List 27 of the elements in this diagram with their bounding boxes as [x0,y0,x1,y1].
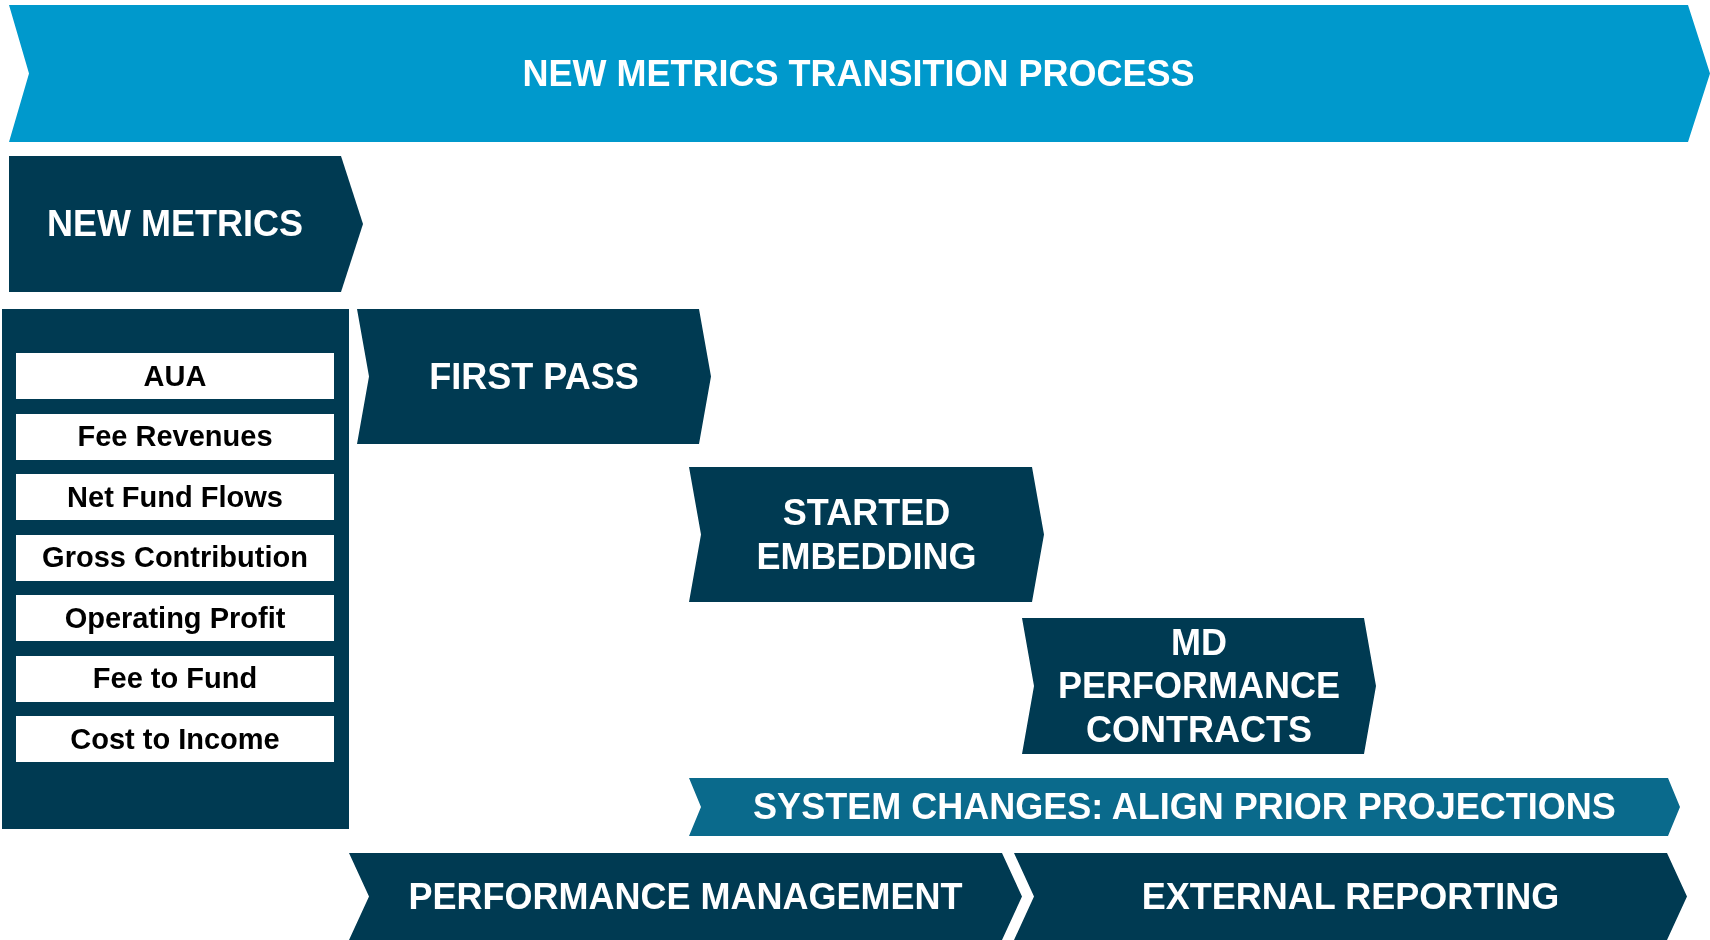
stage-label: SYSTEM CHANGES: ALIGN PRIOR PROJECTIONS [753,785,1616,829]
stage-banner [1014,853,1687,940]
metric-label: Fee to Fund [92,662,258,695]
metric-box [16,413,334,460]
metric-label: Fee Revenues [77,420,273,453]
stage-label: NEW METRICS [47,202,303,246]
stage-label: NEW METRICS TRANSITION PROCESS [522,51,1195,96]
stage-label: EXTERNAL REPORTING [1141,874,1560,919]
metric-label: Gross Contribution [42,541,308,574]
stage-label: MD PERFORMANCE CONTRACTS [1058,621,1340,751]
process-banner [9,5,1710,142]
metric-box [16,595,334,641]
stage-label: FIRST PASS [429,354,639,399]
stage-banner [349,853,1022,940]
metric-label: AUA [143,359,207,393]
metric-box [16,534,334,581]
metrics-panel [2,309,349,829]
metric-label: Cost to Income [70,722,280,756]
stage-banner [9,156,363,292]
stage-label: PERFORMANCE MANAGEMENT [408,874,963,919]
metric-label: Net Fund Flows [67,480,283,514]
metric-label: Operating Profit [64,601,286,635]
metric-box [16,474,334,520]
stage-label: STARTED EMBEDDING [755,491,978,578]
metric-box [16,655,334,702]
metric-box [16,716,334,762]
metric-box [16,353,334,399]
